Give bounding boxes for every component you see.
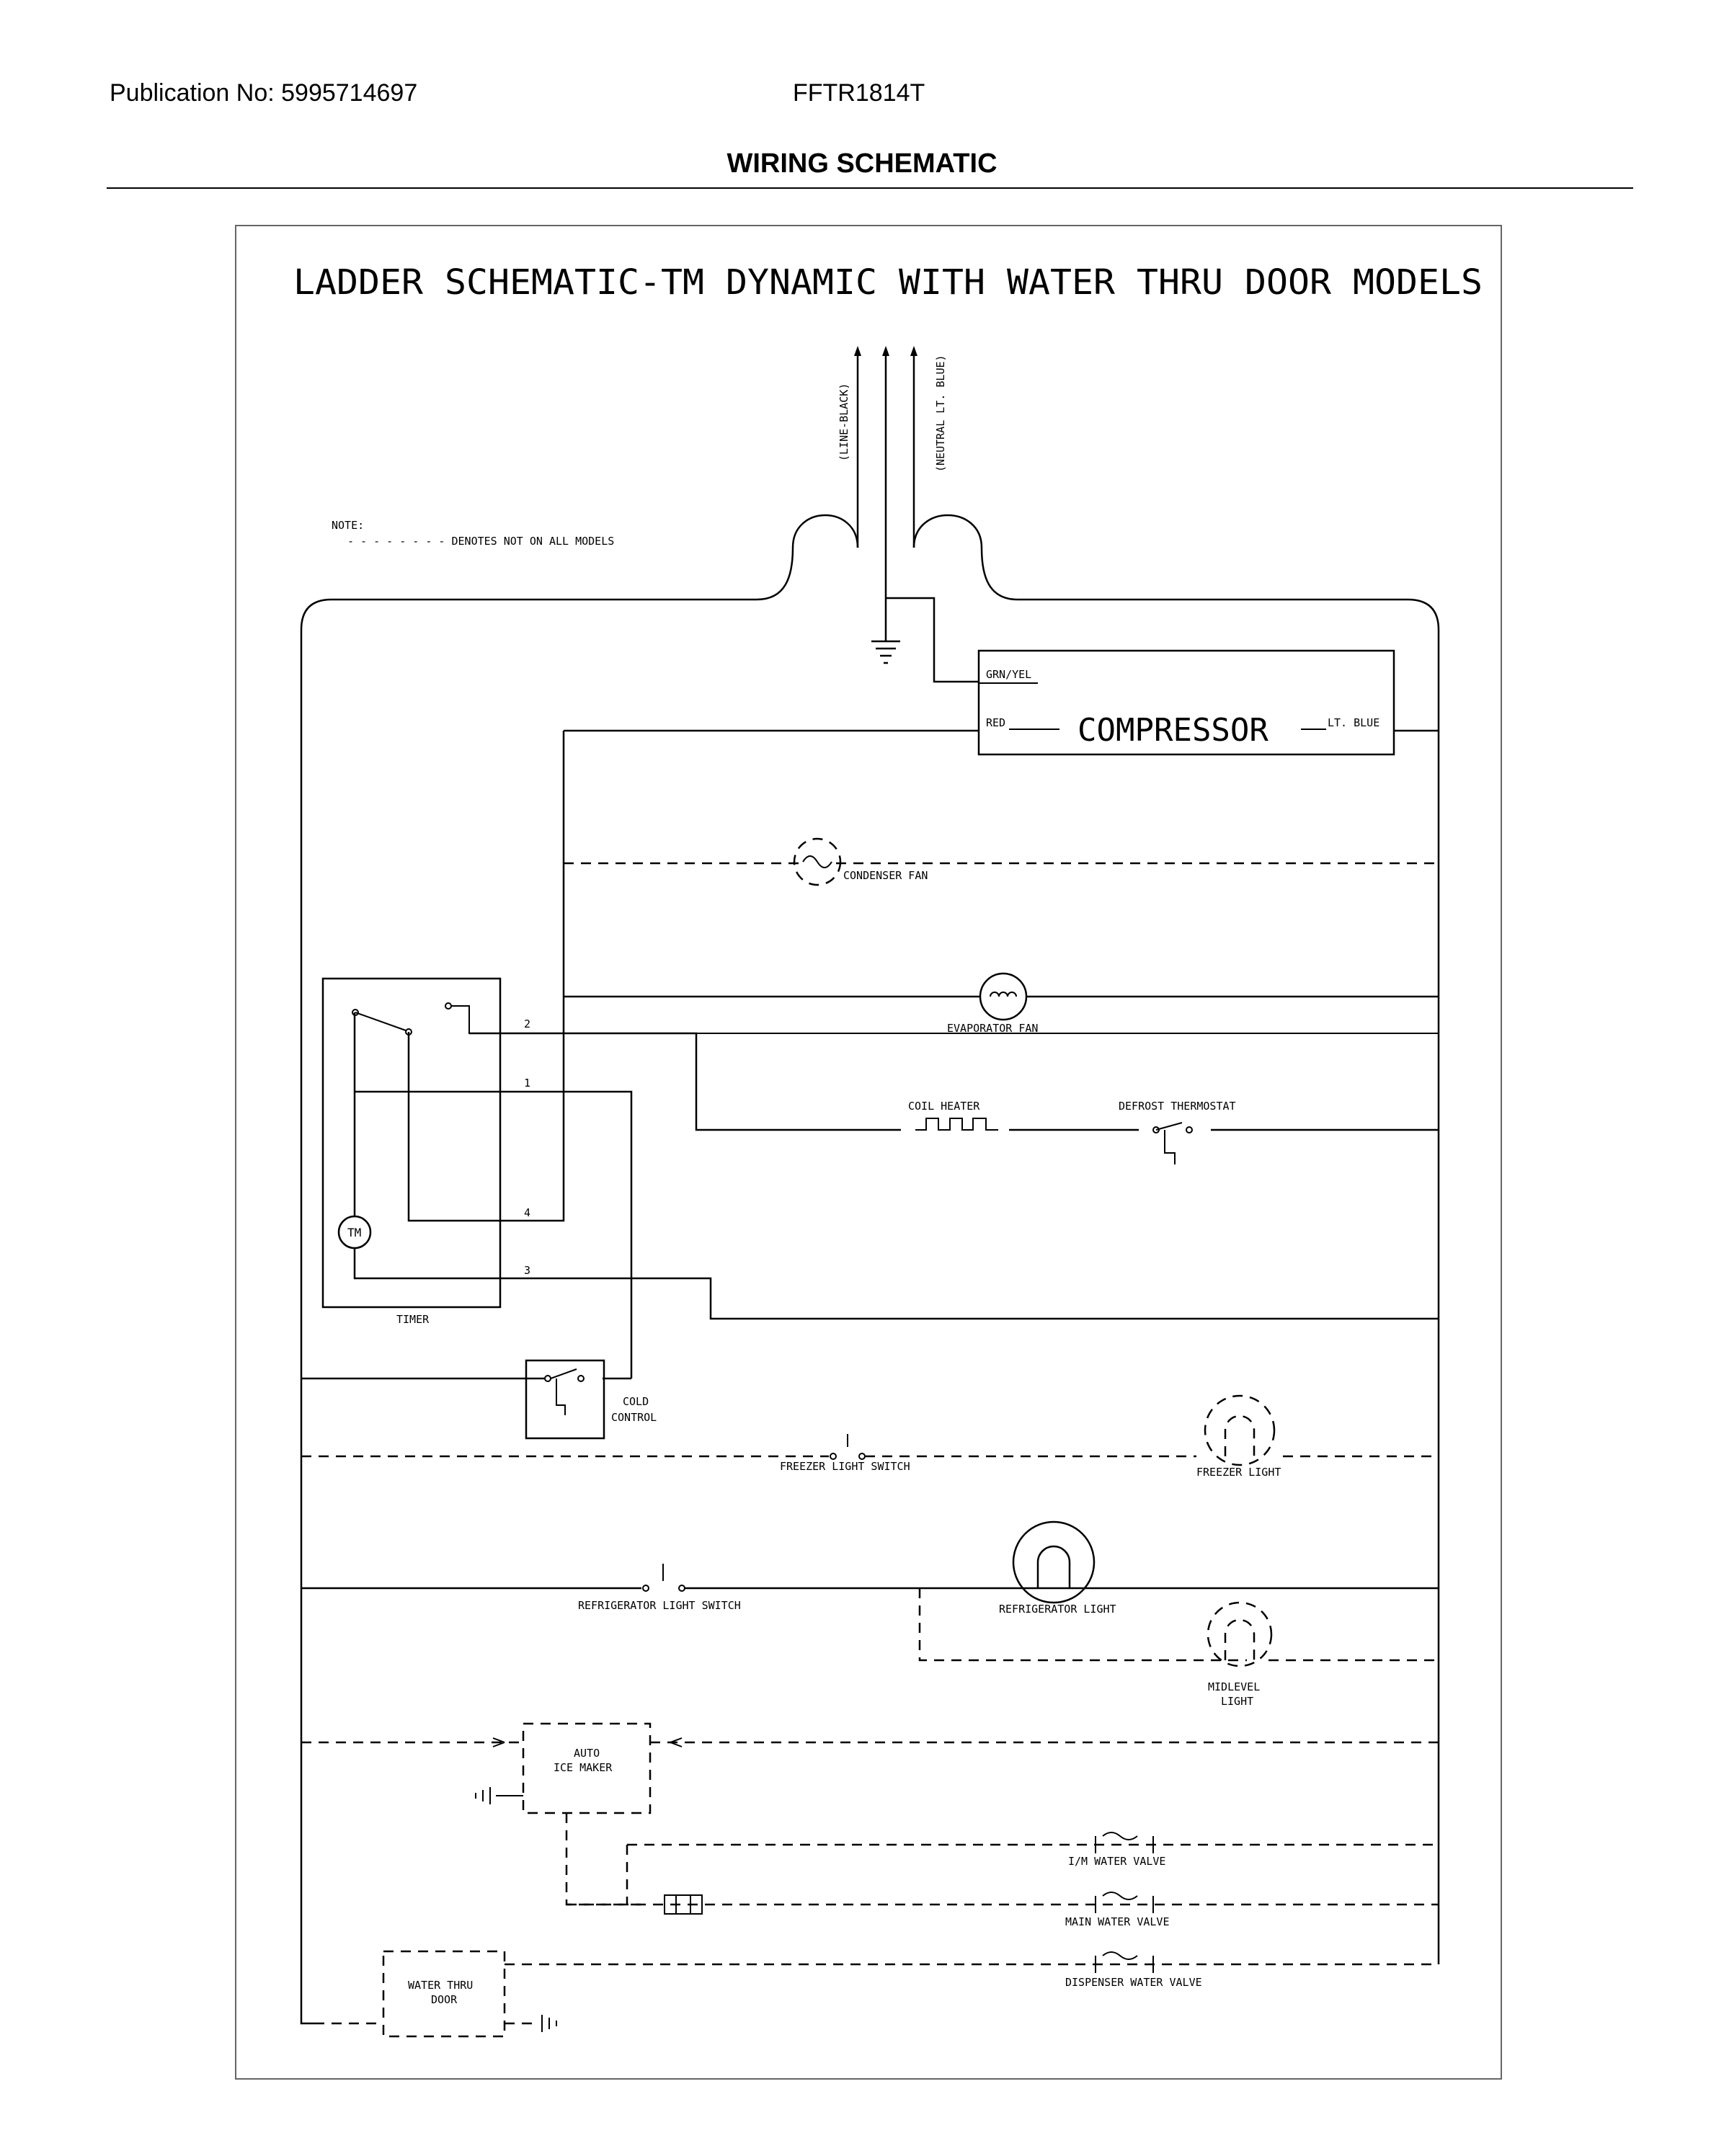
evaporator-fan-label: EVAPORATOR FAN [947,1022,1038,1035]
line-black-label: (LINE-BLACK) [837,383,850,461]
neutral-rail [912,514,1440,1964]
auto-ice-maker-label-2: ICE MAKER [554,1761,613,1774]
schematic-frame [235,225,1502,2080]
main-water-valve-label: MAIN WATER VALVE [1065,1915,1170,1928]
defrost-thermostat-label: DEFROST THERMOSTAT [1119,1100,1236,1113]
midlevel-light-icon [1207,1601,1273,1667]
freezer-light-switch-icon [830,1434,866,1460]
coil-heater-icon [915,1118,998,1131]
refrigerator-light-switch-label: REFRIGERATOR LIGHT SWITCH [578,1599,741,1612]
lt-blue-label: LT. BLUE [1328,716,1379,729]
water-thru-door-label-1: WATER THRU [408,1979,473,1992]
defrost-thermostat-icon [1152,1122,1193,1164]
inline-connector-icon [664,1894,703,1915]
midlevel-light-label-2: LIGHT [1221,1695,1253,1708]
supply-leads [854,346,917,598]
refrigerator-light-switch-icon [642,1564,685,1592]
timer-terminal-1: 1 [524,1077,530,1090]
timer-terminal-2: 2 [524,1017,530,1030]
page-title: WIRING SCHEMATIC [727,148,997,179]
dispenser-water-valve-icon [1095,1951,1154,1973]
compressor-label: COMPRESSOR [1078,712,1268,749]
note-text: - - - - - - - - DENOTES NOT ON ALL MODEL… [347,535,614,548]
compressor-box [977,649,1395,756]
schematic-title: LADDER SCHEMATIC-TM DYNAMIC WITH WATER T… [293,262,1483,303]
neutral-label: (NEUTRAL LT. BLUE) [934,355,947,472]
im-water-valve-icon [1095,1832,1154,1853]
timer-box [321,977,502,1309]
freezer-light-switch-label: FREEZER LIGHT SWITCH [780,1460,910,1473]
condenser-fan-icon [793,837,842,886]
freezer-light-label: FREEZER LIGHT [1196,1466,1281,1479]
publication-number: Publication No: 5995714697 [110,79,418,107]
im-water-valve-label: I/M WATER VALVE [1068,1855,1165,1868]
auto-ice-maker-box [522,1722,652,1814]
cold-control-box [525,1359,605,1440]
condenser-fan-label: CONDENSER FAN [843,869,928,882]
timer-terminal-4: 4 [524,1206,530,1219]
cold-control-label-2: CONTROL [611,1411,657,1424]
note-title: NOTE: [332,519,364,532]
midlevel-light-label-1: MIDLEVEL [1208,1680,1260,1693]
model-number: FFTR1814T [793,79,925,107]
refrigerator-light-label: REFRIGERATOR LIGHT [999,1603,1116,1616]
header-divider [107,187,1633,189]
timer-terminal-3: 3 [524,1264,530,1277]
l1-rail [300,514,859,2025]
water-thru-door-label-2: DOOR [431,1993,458,2006]
freezer-light-icon [1204,1394,1276,1466]
grn-yel-label: GRN/YEL [986,668,1031,681]
cold-control-label-1: COLD [623,1395,649,1408]
red-label: RED [986,716,1005,729]
main-water-valve-icon [1095,1892,1154,1913]
dispenser-water-valve-label: DISPENSER WATER VALVE [1065,1976,1202,1989]
auto-ice-maker-label-1: AUTO [574,1747,600,1760]
ground-symbol [871,598,900,664]
timer-label: TIMER [396,1313,430,1326]
evaporator-fan-icon [979,972,1028,1021]
timer-motor-label: TM [347,1226,361,1239]
coil-heater-label: COIL HEATER [908,1100,980,1113]
water-thru-door-box [382,1950,506,2038]
refrigerator-light-icon [1012,1520,1096,1604]
